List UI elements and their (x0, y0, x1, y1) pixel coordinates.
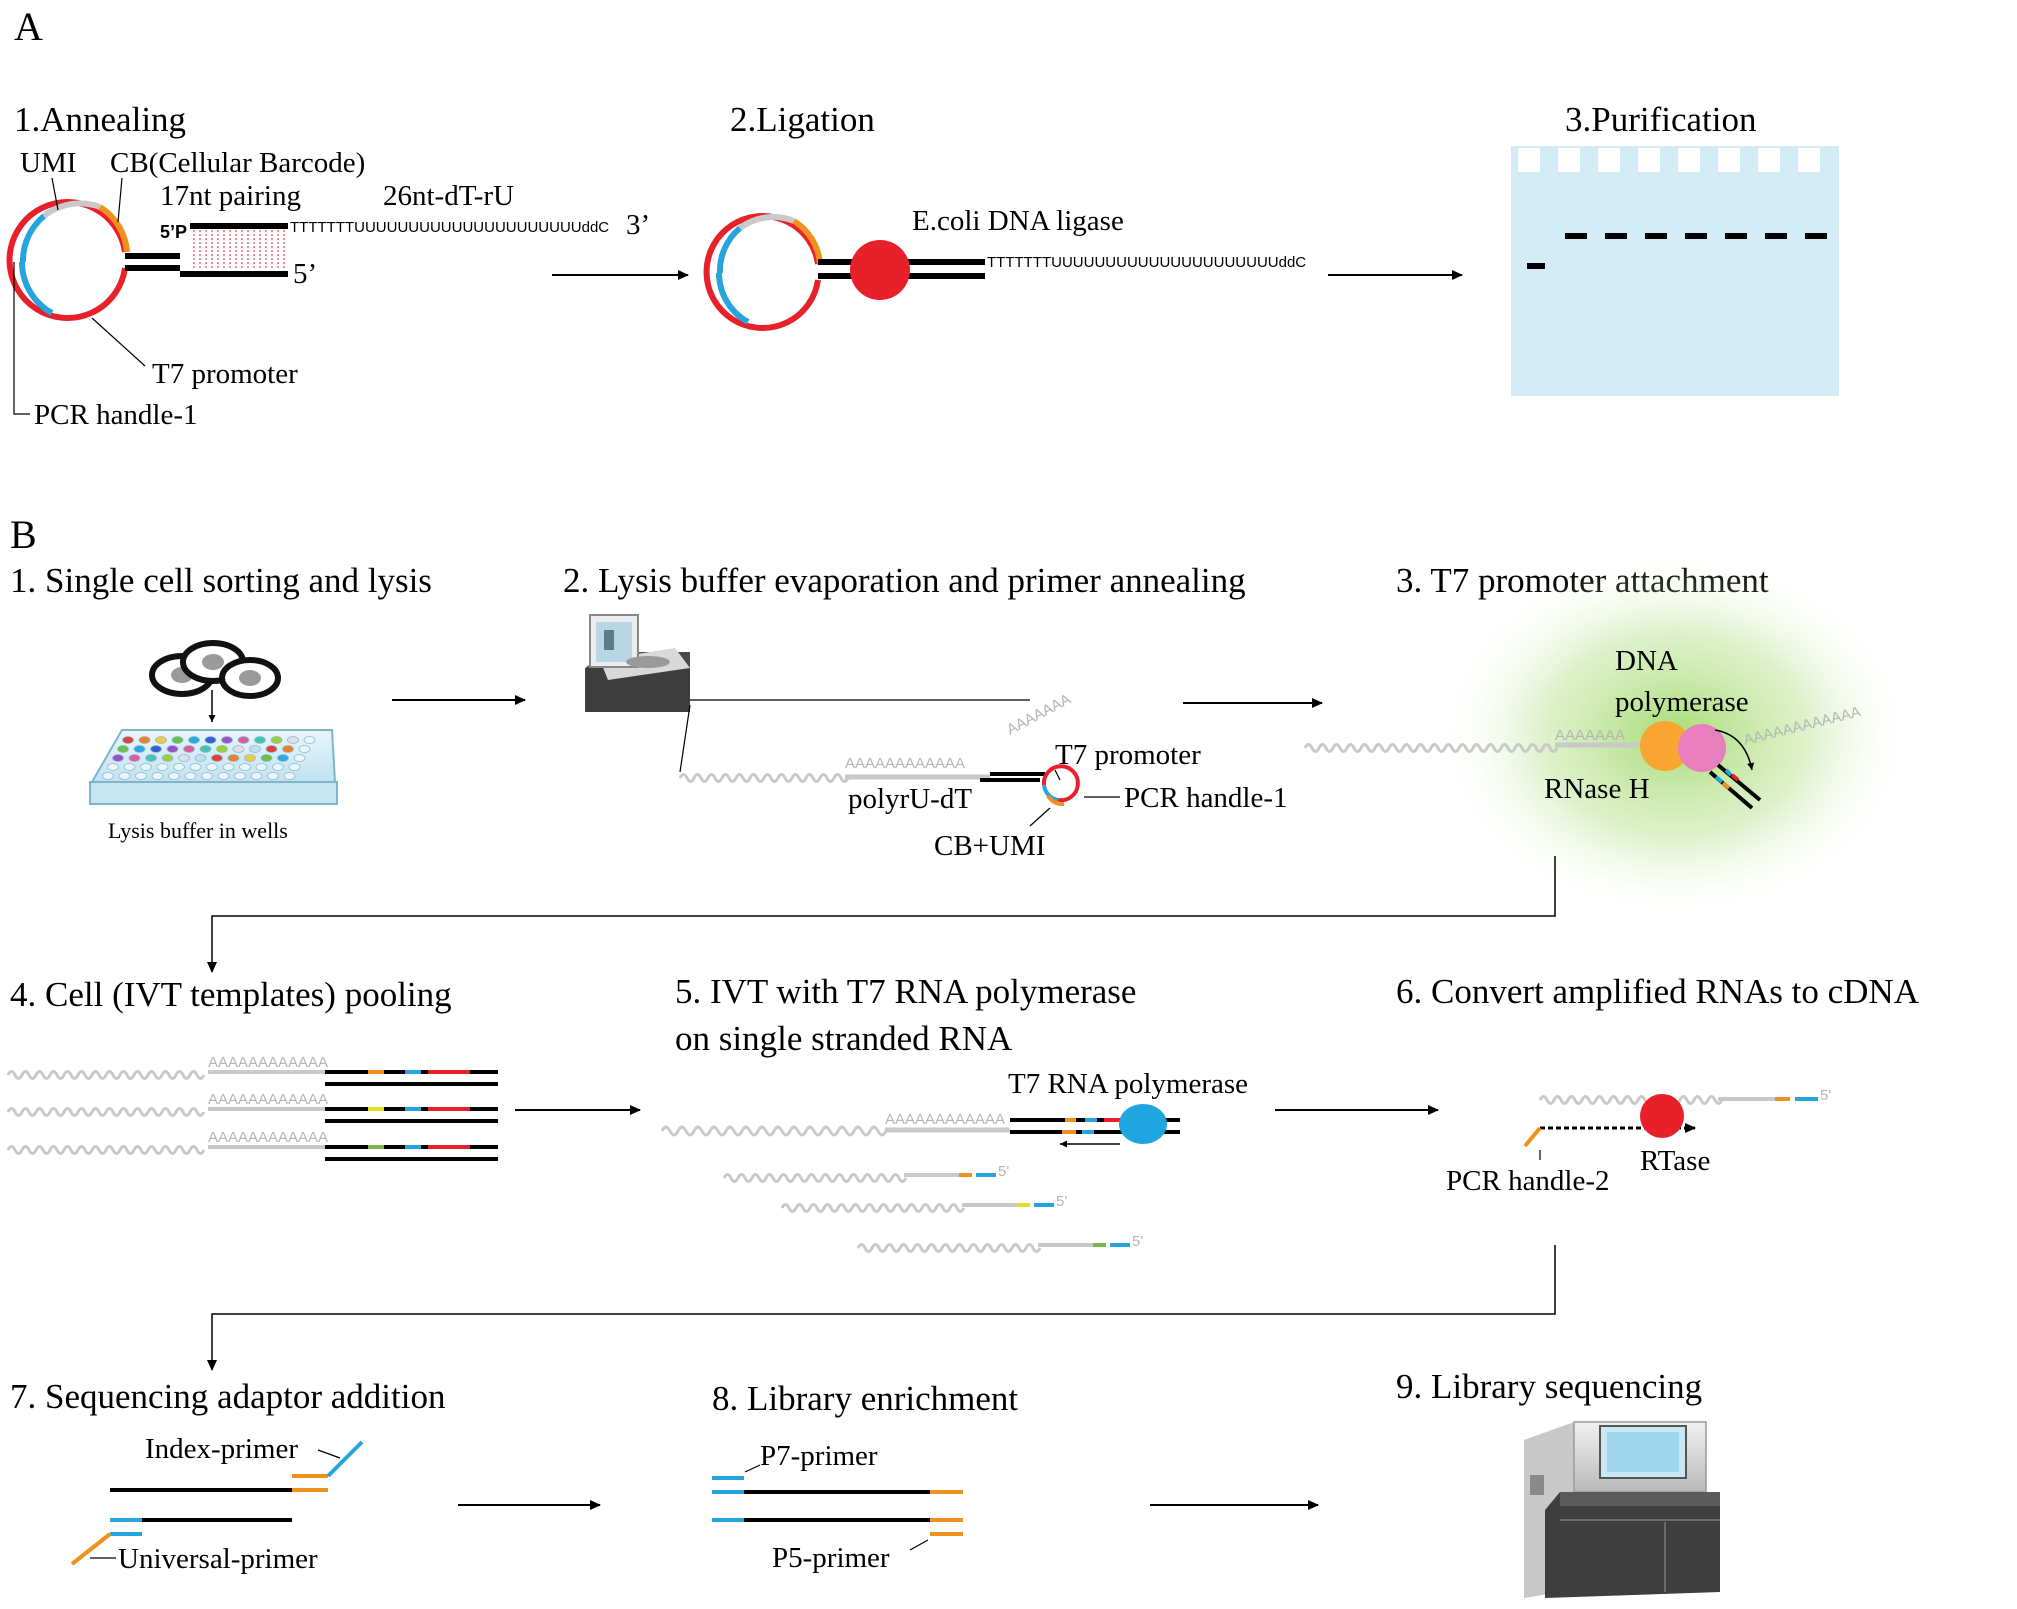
step-b2-title: 2. Lysis buffer evaporation and primer a… (563, 561, 1246, 600)
cb-label: CB(Cellular Barcode) (110, 147, 365, 179)
library-enrichment-b8 (712, 1476, 963, 1536)
connector-b6-to-b7 (207, 1245, 1556, 1371)
step-b8-title: 8. Library enrichment (712, 1379, 1018, 1418)
step-b5-subtitle: on single stranded RNA (675, 1019, 1013, 1058)
extended-primer-b3 (1708, 763, 1762, 810)
dt-ru-label: 26nt-dT-rU (383, 180, 514, 212)
p7-primer-label: P7-primer (760, 1440, 878, 1472)
step-b6-title: 6. Convert amplified RNAs to cDNA (1396, 972, 1920, 1011)
sequencer-icon (1524, 1421, 1720, 1598)
ligated-sequence: TTTTTTTUUUUUUUUUUUUUUUUUUUUUddC (987, 254, 1306, 271)
lysis-buffer-label: Lysis buffer in wells (108, 818, 288, 843)
step-b9-title: 9. Library sequencing (1396, 1367, 1702, 1406)
pcr-handle-1-label-b2: PCR handle-1 (1124, 782, 1288, 814)
index-primer-label: Index-primer (145, 1433, 298, 1465)
five-prime-p-label: 5’P (160, 222, 187, 242)
pcr-handle-2-label: PCR handle-2 (1446, 1165, 1610, 1197)
t7-rna-polymerase-label: T7 RNA polymerase (1008, 1068, 1248, 1100)
svg-text:5': 5' (998, 1163, 1009, 1180)
amplified-rna: 5' 5' 5' (722, 1163, 1143, 1253)
rtase-label: RTase (1640, 1145, 1710, 1177)
five-prime-label: 5’ (293, 258, 317, 290)
purification-gel (1511, 146, 1839, 396)
ivt-templates: AAAAAAAAAAAA AAAAAAAAAAAA AAAAAAAAAAAA (6, 1054, 498, 1161)
polya-tail-b3: AAAAAAA (1555, 727, 1625, 744)
adaptor-addition-b7 (70, 1440, 364, 1566)
step-b1-title: 1. Single cell sorting and lysis (10, 561, 432, 600)
panel-label-a: A (14, 4, 43, 49)
ligated-hairpin-a2 (703, 213, 985, 331)
svg-text:AAAAAAAAAAAA: AAAAAAAAAAAA (208, 1091, 328, 1108)
svg-text:5': 5' (1132, 1233, 1143, 1250)
step-b5-title: 5. IVT with T7 RNA polymerase (675, 972, 1136, 1011)
p5-primer-label: P5-primer (772, 1542, 890, 1574)
polya-tail-b5: AAAAAAAAAAAA (885, 1111, 1005, 1128)
rnase-h-label: RNase H (1544, 773, 1650, 805)
dna-label-b3: DNA (1615, 645, 1678, 677)
pcr-handle-1-label: PCR handle-1 (34, 399, 198, 431)
gel-band-high (1565, 233, 1827, 239)
svg-text:AAAAAAAAAAAA: AAAAAAAAAAAA (208, 1054, 328, 1071)
five-prime-b6: 5' (1820, 1087, 1831, 1104)
cb-umi-label: CB+UMI (934, 830, 1045, 862)
thermocycler-icon (585, 614, 690, 712)
svg-text:5': 5' (1056, 1193, 1067, 1210)
step-b4-title: 4. Cell (IVT templates) pooling (10, 975, 452, 1014)
gel-band-low (1527, 263, 1545, 269)
polyru-dt-label: polyrU-dT (848, 783, 972, 815)
dt-ru-sequence: TTTTTTTUUUUUUUUUUUUUUUUUUUUUddC (290, 219, 609, 236)
t7-rna-polymerase-icon (1119, 1104, 1167, 1144)
dna-ligase-icon (850, 240, 910, 300)
step-a2-title: 2.Ligation (730, 100, 875, 139)
step-a1-title: 1.Annealing (14, 100, 186, 139)
step-a3-title: 3.Purification (1565, 100, 1757, 139)
rtase-icon (1640, 1094, 1684, 1138)
umi-label: UMI (20, 147, 76, 179)
hairpin-oligo-a1 (6, 199, 288, 321)
step-b7-title: 7. Sequencing adaptor addition (10, 1377, 445, 1416)
cells-icon (149, 640, 281, 699)
t7-promoter-label-b2: T7 promoter (1055, 739, 1201, 771)
three-prime-label: 3’ (626, 209, 650, 241)
polya-tail-b2: AAAAAAAAAAAA (845, 755, 965, 772)
connector-b3-to-b4 (207, 856, 1556, 973)
polymerase-label-b3: polymerase (1615, 686, 1749, 718)
dna-polymerase-icon (1640, 721, 1690, 771)
pairing-label: 17nt pairing (160, 180, 301, 212)
universal-primer-label: Universal-primer (118, 1543, 318, 1575)
panel-label-b: B (10, 512, 37, 557)
rnase-h-icon (1678, 724, 1726, 772)
svg-text:AAAAAAAAAAAA: AAAAAAAAAAAA (208, 1129, 328, 1146)
ligase-label: E.coli DNA ligase (912, 205, 1124, 237)
polyt-overhang-b2: AAAAAAA (1004, 691, 1074, 739)
primer-hairpin-b2 (980, 764, 1080, 807)
well-plate-icon (89, 729, 338, 805)
t7-promoter-label: T7 promoter (152, 358, 298, 390)
